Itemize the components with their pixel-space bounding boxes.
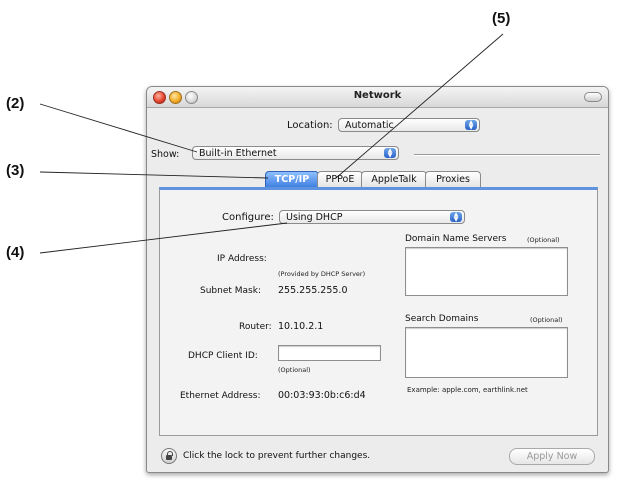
search-domains-example: Example: apple.com, earthlink.net bbox=[407, 386, 528, 394]
callout-4: (4) bbox=[6, 244, 25, 261]
dns-servers-textarea[interactable] bbox=[405, 247, 568, 296]
popup-arrows-icon: ▲▼ bbox=[465, 120, 477, 131]
popup-arrows-icon: ▲▼ bbox=[384, 148, 396, 159]
ip-address-label: IP Address: bbox=[217, 254, 267, 264]
dns-label: Domain Name Servers bbox=[405, 234, 507, 244]
close-button[interactable] bbox=[153, 91, 166, 104]
popup-arrows-icon: ▲▼ bbox=[450, 212, 462, 223]
window-title: Network bbox=[353, 90, 402, 101]
dns-optional-label: (Optional) bbox=[527, 236, 560, 244]
subnet-mask-label: Subnet Mask: bbox=[200, 286, 261, 296]
tab-pppoe[interactable]: PPPoE bbox=[317, 171, 363, 188]
callout-2: (2) bbox=[6, 95, 25, 112]
configure-value: Using DHCP bbox=[286, 212, 343, 223]
dhcp-client-id-input[interactable] bbox=[278, 345, 381, 361]
tab-tcpip[interactable]: TCP/IP bbox=[265, 171, 319, 188]
tab-appletalk[interactable]: AppleTalk bbox=[361, 171, 427, 188]
tab-proxies[interactable]: Proxies bbox=[425, 171, 481, 188]
search-domains-optional-label: (Optional) bbox=[530, 316, 563, 324]
callout-3: (3) bbox=[6, 162, 25, 179]
search-domains-textarea[interactable] bbox=[405, 327, 568, 378]
location-value: Automatic bbox=[345, 120, 394, 131]
dhcp-client-id-note: (Optional) bbox=[278, 366, 311, 374]
configure-popup[interactable]: Using DHCP ▲▼ bbox=[279, 210, 465, 224]
zoom-button[interactable] bbox=[185, 91, 198, 104]
dhcp-client-id-label: DHCP Client ID: bbox=[188, 351, 258, 361]
apply-now-button[interactable]: Apply Now bbox=[509, 448, 595, 465]
lock-text: Click the lock to prevent further change… bbox=[183, 451, 371, 461]
location-label: Location: bbox=[287, 120, 333, 131]
show-popup[interactable]: Built-in Ethernet ▲▼ bbox=[192, 146, 399, 160]
minimize-button[interactable] bbox=[169, 91, 182, 104]
router-value: 10.10.2.1 bbox=[278, 321, 324, 332]
location-popup[interactable]: Automatic ▲▼ bbox=[338, 118, 480, 132]
ethernet-address-label: Ethernet Address: bbox=[180, 391, 261, 401]
title-bar[interactable]: Network bbox=[147, 87, 608, 108]
search-domains-label: Search Domains bbox=[405, 314, 479, 324]
callout-5: (5) bbox=[492, 10, 511, 27]
network-window: Network Location: Automatic ▲▼ Show: Bui… bbox=[146, 86, 609, 473]
lock-button[interactable] bbox=[161, 448, 177, 464]
toolbar-toggle-button[interactable] bbox=[584, 92, 602, 102]
router-label: Router: bbox=[239, 322, 272, 332]
configure-label: Configure: bbox=[222, 212, 274, 223]
show-divider bbox=[414, 154, 600, 156]
tcpip-panel: Configure: Using DHCP ▲▼ IP Address: (Pr… bbox=[159, 187, 598, 436]
subnet-mask-value: 255.255.255.0 bbox=[278, 285, 348, 296]
ip-address-note: (Provided by DHCP Server) bbox=[278, 270, 366, 278]
show-value: Built-in Ethernet bbox=[199, 148, 277, 159]
lock-icon bbox=[167, 451, 173, 456]
ethernet-address-value: 00:03:93:0b:c6:d4 bbox=[278, 390, 366, 401]
show-label: Show: bbox=[151, 149, 180, 160]
